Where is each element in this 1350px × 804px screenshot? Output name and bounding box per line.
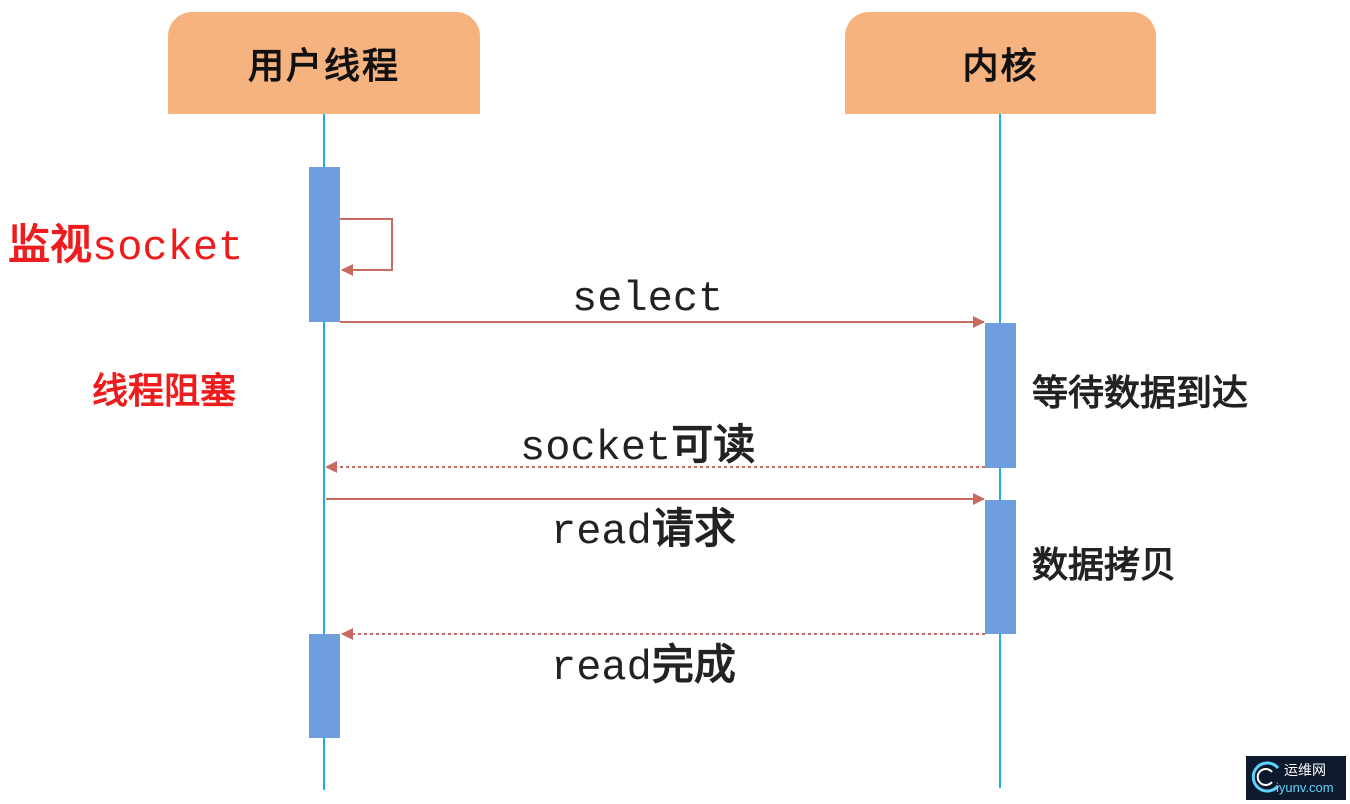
read-request-text: 请求	[651, 504, 736, 553]
monitor-socket-word: socket	[92, 224, 244, 272]
wait-data-note: 等待数据到达	[1032, 373, 1249, 414]
self-call-arrow	[340, 218, 393, 276]
socket-readable-label: socket可读	[520, 424, 755, 472]
kernel-activation-bar-2	[985, 500, 1016, 634]
kernel-header: 内核	[845, 12, 1156, 114]
kernel-title: 内核	[962, 46, 1039, 87]
site-watermark: 运维网 iyunv.com	[1246, 756, 1346, 800]
read-done-text: 完成	[651, 640, 736, 689]
user-activation-bar-1	[309, 167, 340, 322]
data-copy-note: 数据拷贝	[1032, 545, 1177, 586]
user-activation-bar-2	[309, 634, 340, 738]
read-done-code: read	[551, 644, 652, 692]
monitor-socket-note: 监视socket	[8, 224, 244, 272]
socket-readable-text: 可读	[671, 420, 756, 469]
select-message-label: select	[572, 275, 724, 323]
watermark-bottom-text: iyunv.com	[1276, 780, 1334, 795]
read-done-label: read完成	[551, 644, 736, 692]
thread-blocked-note: 线程阻塞	[92, 371, 237, 412]
user-thread-header: 用户线程	[168, 12, 480, 114]
socket-readable-code: socket	[520, 424, 672, 472]
kernel-activation-bar-1	[985, 323, 1016, 468]
monitor-prefix: 监视	[8, 220, 93, 269]
read-request-code: read	[551, 508, 652, 556]
user-thread-title: 用户线程	[247, 46, 400, 87]
watermark-logo-icon	[1251, 761, 1280, 793]
watermark-top-text: 运维网	[1284, 763, 1326, 779]
read-request-label: read请求	[551, 508, 736, 556]
